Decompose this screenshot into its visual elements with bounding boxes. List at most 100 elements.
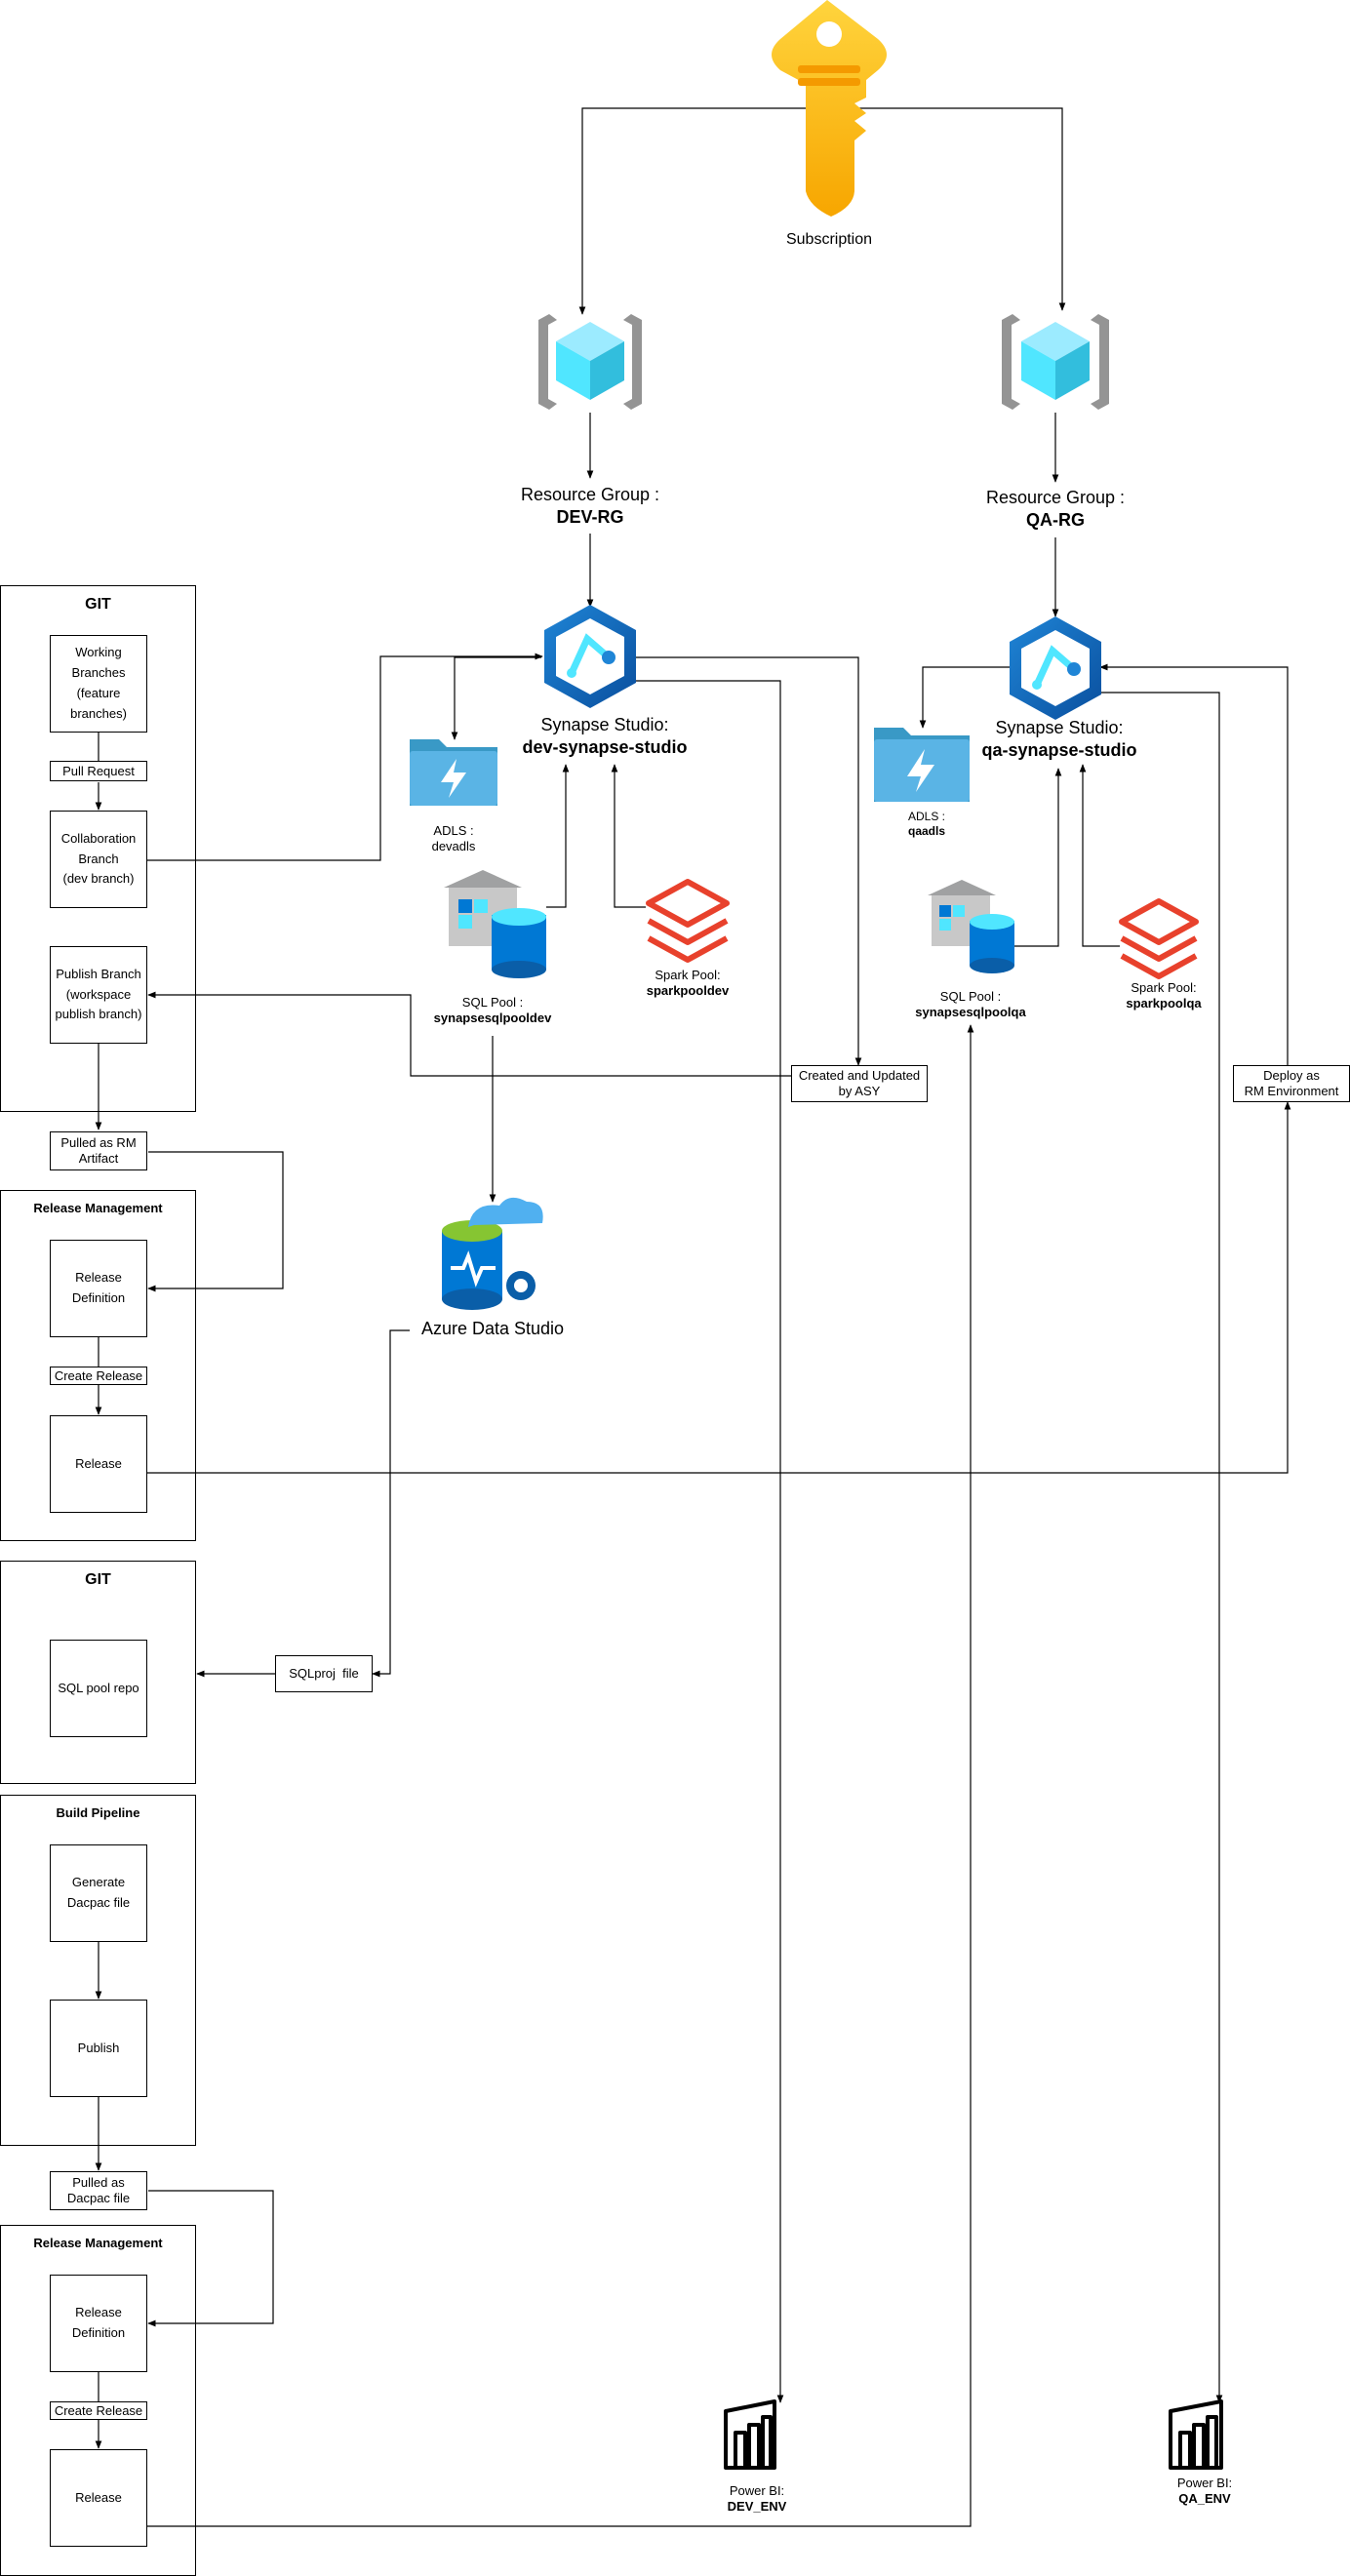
conn-asy-to-publish [147,991,791,1077]
dev-spark-pool-label: Spark Pool: sparkpooldev [629,968,746,1000]
dev-spark-pool-name: sparkpooldev [646,983,730,999]
conn-ads-to-sqlproj [372,1329,410,1678]
qa-powerbi-prefix: Power BI: [1176,2476,1233,2490]
dev-powerbi-prefix: Power BI: [729,2483,785,2498]
conn-sub-to-dev-rg [578,107,761,315]
dev-sql-pool-name: synapsesqlpooldev [433,1011,552,1026]
release-management-2-title: Release Management [33,2236,163,2250]
conn-qa-spark-to-synapse [1079,764,1120,947]
collaboration-branch-box[interactable]: Collaboration Branch (dev branch) [50,811,147,908]
conn-qa-synapse-to-powerbi [1100,692,1223,2403]
qa-adls-name: qaadls [907,824,945,838]
pulled-dacpac-tag: Pulled as Dacpac file [50,2171,147,2210]
dev-adls-label: ADLS : devadls [395,823,512,855]
git-sql-container: GIT [0,1561,196,1784]
qa-synapse-prefix: Synapse Studio: [995,718,1124,737]
dev-adls-icon [410,739,497,806]
dev-sql-pool-prefix: SQL Pool : [461,995,524,1010]
generate-dacpac-box[interactable]: Generate Dacpac file [50,1844,147,1942]
git-workspace-title: GIT [85,596,111,613]
qa-synapse-name: qa-synapse-studio [981,739,1137,760]
qa-spark-pool-label: Spark Pool: sparkpoolqa [1105,980,1222,1012]
dev-powerbi-label: Power BI: DEV_ENV [698,2483,815,2516]
qa-resource-group-icon [1002,314,1109,410]
qa-adls-icon [874,728,970,802]
release-1-box[interactable]: Release [50,1415,147,1513]
qa-spark-pool-icon [1119,898,1199,979]
conn-dev-spark-to-synapse [611,764,646,908]
release-management-1-title: Release Management [33,1201,163,1215]
dev-adls-name: devadls [431,839,476,854]
dev-spark-pool-icon [646,879,730,963]
subscription-label: Subscription [785,231,873,248]
conn-dev-synapse-to-asy [634,656,862,1066]
conn-qa-synapse-to-adls [919,666,1014,729]
dev-synapse-prefix: Synapse Studio: [540,715,669,734]
qa-sql-pool-label: SQL Pool : synapsesqlpoolqa [888,989,1053,1021]
qa-rg-prefix: Resource Group : [985,488,1126,507]
publish-box[interactable]: Publish [50,2000,147,2097]
dev-rg-prefix: Resource Group : [520,485,660,504]
create-release-2-tag: Create Release [50,2401,147,2420]
conn-dacpac-to-reldef2 [147,2190,274,2327]
created-updated-asy-tag: Created and Updated by ASY [791,1065,928,1102]
release-definition-1-box[interactable]: Release Definition [50,1240,147,1337]
dev-rg-name: DEV-RG [556,506,624,527]
conn-release1-to-deploy [146,1101,1291,1474]
qa-spark-pool-prefix: Spark Pool: [1131,980,1197,995]
dev-sql-pool-icon [444,870,546,978]
conn-sub-to-qa-rg [761,107,1066,311]
sql-pool-repo-box[interactable]: SQL pool repo [50,1640,147,1737]
qa-sql-pool-prefix: SQL Pool : [939,989,1002,1004]
qa-rg-name: QA-RG [1026,509,1085,530]
pulled-rm-artifact-tag: Pulled as RM Artifact [50,1131,147,1170]
build-pipeline-title: Build Pipeline [56,1805,140,1820]
dev-synapse-name: dev-synapse-studio [522,736,688,757]
git-sql-title: GIT [85,1571,111,1588]
connectors [95,107,1291,2527]
dev-powerbi-icon [724,2399,776,2470]
qa-adls-prefix: ADLS : [907,810,945,823]
qa-powerbi-icon [1169,2399,1223,2470]
dev-spark-pool-prefix: Spark Pool: [655,968,721,982]
qa-powerbi-name: QA_ENV [1178,2491,1231,2507]
git-workspace-container: GIT [0,585,196,1112]
qa-synapse-studio-icon [1010,616,1101,720]
conn-rm-artifact-to-reldef [147,1151,284,1292]
qa-adls-label: ADLS : qaadls [868,810,985,839]
dev-powerbi-name: DEV_ENV [727,2499,787,2515]
dev-synapse-studio-icon [544,605,636,708]
qa-sql-pool-name: synapsesqlpoolqa [915,1005,1026,1020]
deploy-rm-environment-tag: Deploy as RM Environment [1233,1065,1350,1102]
dev-resource-group-icon [538,314,642,410]
conn-dev-sql-to-synapse [546,764,570,908]
create-release-1-tag: Create Release [50,1367,147,1385]
subscription-key-icon [772,0,887,217]
build-pipeline-container: Build Pipeline [0,1795,196,2146]
release-2-box[interactable]: Release [50,2449,147,2547]
azure-data-studio-icon [442,1197,543,1310]
sqlproj-file-tag: SQLproj file [275,1655,373,1692]
dev-synapse-label: Synapse Studio: dev-synapse-studio [488,714,722,758]
dev-adls-prefix: ADLS : [433,823,474,838]
conn-deploy-to-qa-synapse [1099,663,1289,1065]
qa-powerbi-label: Power BI: QA_ENV [1146,2476,1263,2508]
publish-branch-box[interactable]: Publish Branch (workspace publish branch… [50,946,147,1044]
release-management-1-container: Release Management [0,1190,196,1541]
conn-dev-synapse-to-adls [451,656,541,740]
azure-data-studio-label: Azure Data Studio [420,1319,565,1338]
pull-request-tag: Pull Request [50,761,147,781]
conn-dev-synapse-to-powerbi [634,680,784,2403]
conn-qa-sql-to-synapse [1012,768,1062,947]
qa-synapse-label: Synapse Studio: qa-synapse-studio [942,717,1176,761]
conn-collab-to-dev-synapse [146,653,543,861]
conn-release2-to-qa-sqlpool [146,1024,974,2527]
qa-sql-pool-icon [928,880,1014,973]
release-definition-2-box[interactable]: Release Definition [50,2275,147,2372]
dev-resource-group-label: Resource Group : DEV-RG [493,484,688,528]
qa-spark-pool-name: sparkpoolqa [1126,996,1202,1011]
dev-sql-pool-label: SQL Pool : synapsesqlpooldev [410,995,576,1027]
qa-resource-group-label: Resource Group : QA-RG [958,487,1153,531]
working-branches-box[interactable]: Working Branches (feature branches) [50,635,147,733]
